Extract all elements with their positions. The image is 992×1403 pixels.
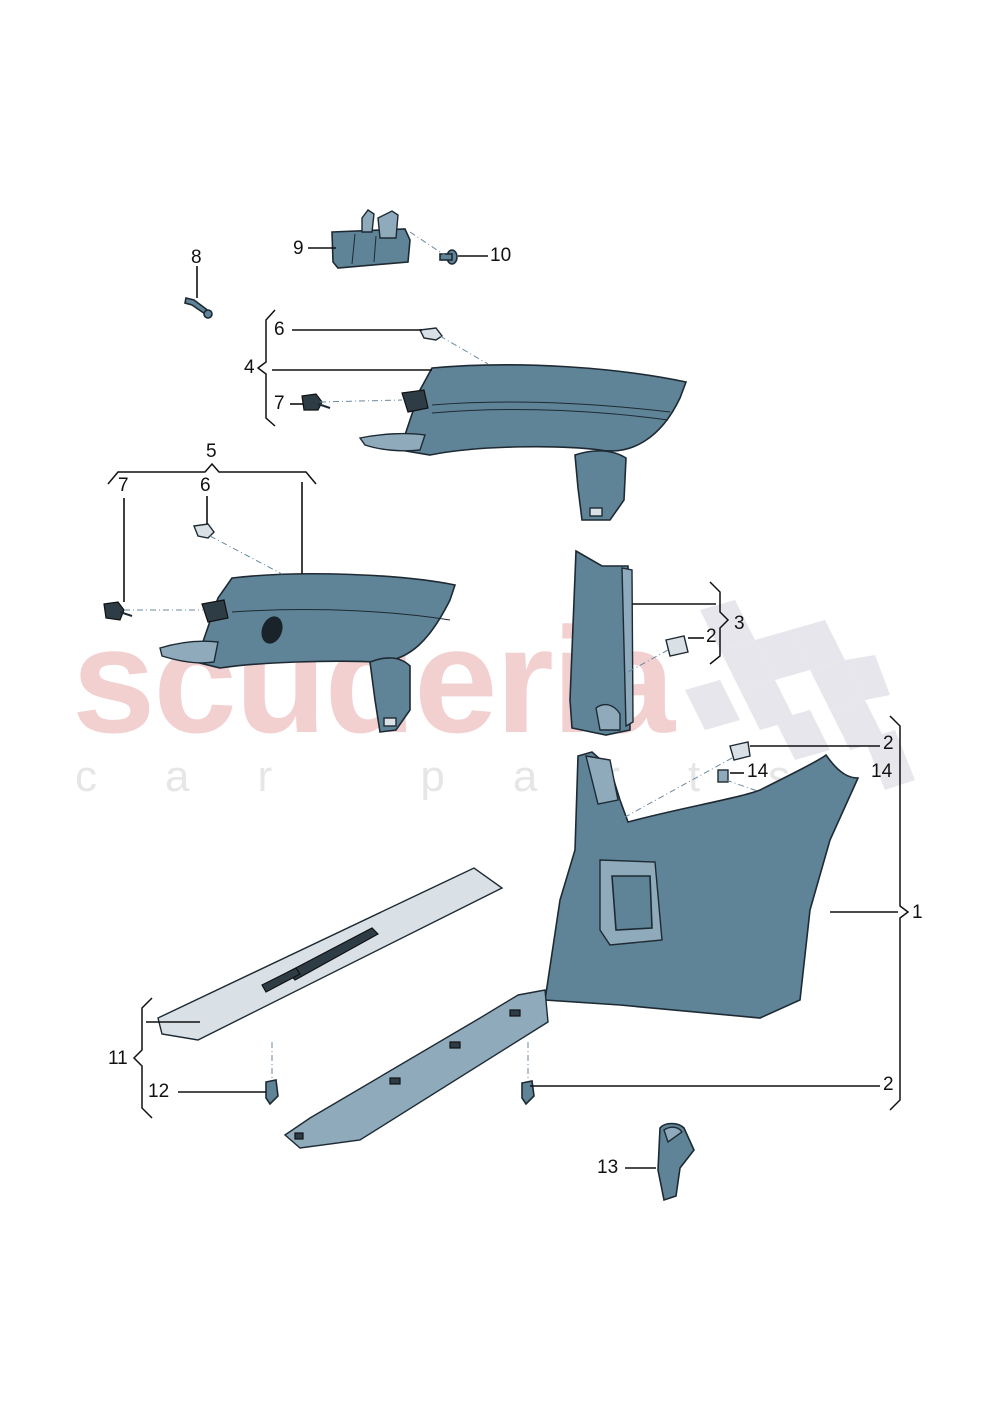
- part-5-upper-trim-panel[interactable]: [159, 573, 457, 733]
- callout-c3[interactable]: 3: [734, 613, 745, 634]
- part-10-screw[interactable]: [439, 249, 458, 265]
- callout-c4[interactable]: 4: [244, 357, 255, 378]
- callout-c7b[interactable]: 7: [118, 475, 129, 496]
- callout-c14a[interactable]: 14: [747, 761, 769, 782]
- part-7-clip-upper[interactable]: [301, 393, 331, 411]
- part-3-pillar-trim[interactable]: [569, 549, 634, 736]
- callout-c11[interactable]: 11: [108, 1048, 128, 1069]
- part-2-clip-a[interactable]: [665, 635, 689, 657]
- leader-lines: [123, 247, 898, 1169]
- part-4-upper-trim-panel[interactable]: [358, 364, 688, 521]
- callout-c7a[interactable]: 7: [274, 393, 285, 414]
- group-brackets: [107, 309, 910, 1119]
- part-13-handle-cover[interactable]: [657, 1122, 695, 1202]
- part-12-sill-clip[interactable]: [265, 1079, 279, 1106]
- callout-c8[interactable]: 8: [191, 247, 202, 268]
- callout-c10[interactable]: 10: [490, 245, 512, 266]
- part-6-clip-lower[interactable]: [193, 523, 215, 539]
- part-2-clip-c[interactable]: [521, 1080, 535, 1106]
- callout-c5[interactable]: 5: [206, 441, 217, 462]
- sill-support-rail[interactable]: [283, 989, 549, 1149]
- watermark-tagline: car parts: [75, 752, 859, 801]
- callout-c9[interactable]: 9: [293, 238, 304, 259]
- part-1-lower-trim-panel[interactable]: [544, 751, 860, 1019]
- callout-c1[interactable]: 1: [912, 902, 923, 923]
- part-7-clip-lower[interactable]: [103, 601, 133, 621]
- part-2-clip-b[interactable]: [729, 741, 751, 761]
- callout-c12[interactable]: 12: [148, 1081, 170, 1102]
- callout-c2c[interactable]: 2: [883, 1074, 894, 1095]
- callout-c6a[interactable]: 6: [274, 319, 285, 340]
- part-8-bolt[interactable]: [184, 297, 213, 319]
- callout-c2b[interactable]: 2: [883, 733, 894, 754]
- checkered-flag-watermark: [685, 600, 915, 790]
- assembly-lines: [124, 231, 761, 1080]
- callout-c2a[interactable]: 2: [706, 626, 717, 647]
- part-6-clip-upper[interactable]: [418, 327, 444, 341]
- part-11-sill-plate[interactable]: [157, 867, 504, 1041]
- part-14-pad[interactable]: [717, 769, 729, 783]
- callout-c6b[interactable]: 6: [200, 475, 211, 496]
- part-9-bracket[interactable]: [331, 209, 411, 269]
- callout-c14b[interactable]: 14: [871, 761, 893, 782]
- callout-c13[interactable]: 13: [597, 1157, 619, 1178]
